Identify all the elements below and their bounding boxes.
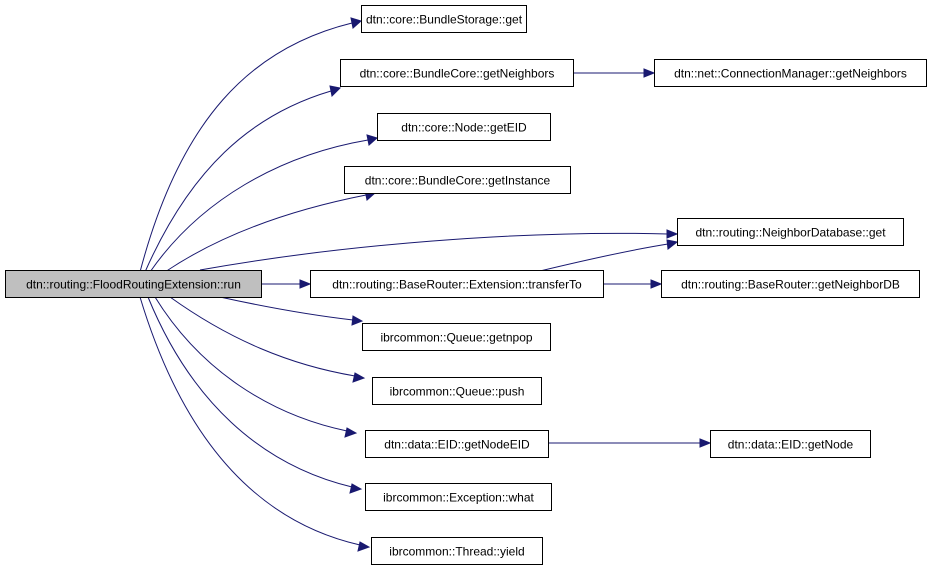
edges [139,17,712,552]
node-baserouter-getneighbordb[interactable]: dtn::routing::BaseRouter::getNeighborDB [661,270,920,298]
node-neighbordatabase-get[interactable]: dtn::routing::NeighborDatabase::get [677,218,904,246]
node-label: ibrcommon::Queue::getnpop [380,331,532,345]
node-label: dtn::routing::BaseRouter::getNeighborDB [681,278,900,292]
edge-run-to-getnodeeid [154,296,358,438]
node-node-geteid[interactable]: dtn::core::Node::getEID [377,113,551,141]
node-label: dtn::core::BundleStorage::get [366,13,523,27]
node-eid-getnodeeid[interactable]: dtn::data::EID::getNodeEID [365,430,549,458]
node-queue-getnpop[interactable]: ibrcommon::Queue::getnpop [362,323,551,351]
node-label: ibrcommon::Exception::what [383,491,534,505]
edge-run-to-node-geteid [149,134,379,273]
node-exception-what[interactable]: ibrcommon::Exception::what [365,483,552,511]
node-thread-yield[interactable]: ibrcommon::Thread::yield [371,537,543,565]
node-label: dtn::data::EID::getNodeEID [384,438,530,452]
node-label: dtn::net::ConnectionManager::getNeighbor… [674,67,907,81]
edge-run-to-bundlecore-getinstance [164,189,377,273]
node-extension-transferto[interactable]: dtn::routing::BaseRouter::Extension::tra… [310,270,604,298]
edge-run-to-thread-yield [139,296,371,552]
edge-getneighbors-to-connectionmanager [574,68,656,78]
edge-run-to-transferto [262,279,312,289]
node-label: dtn::core::BundleCore::getInstance [365,174,551,188]
edge-run-to-exception-what [147,296,363,494]
node-bundlecore-getneighbors[interactable]: dtn::core::BundleCore::getNeighbors [340,59,574,87]
node-connectionmanager-getneighbors[interactable]: dtn::net::ConnectionManager::getNeighbor… [654,59,927,87]
edge-transferto-to-getneighbordb [604,279,663,289]
edge-run-to-bundlestorage-get [139,17,363,273]
node-bundlestorage-get[interactable]: dtn::core::BundleStorage::get [361,5,527,33]
node-label: dtn::routing::BaseRouter::Extension::tra… [332,278,582,292]
node-label: dtn::routing::NeighborDatabase::get [695,226,886,240]
edge-run-to-bundlecore-getneighbors [144,85,342,273]
node-eid-getnode[interactable]: dtn::data::EID::getNode [710,430,871,458]
edge-transferto-to-neighbordatabase-get [539,239,679,272]
node-label: dtn::core::Node::getEID [401,121,527,135]
edge-run-to-push [169,296,366,383]
node-queue-push[interactable]: ibrcommon::Queue::push [372,377,542,405]
node-label: dtn::core::BundleCore::getNeighbors [360,67,555,81]
node-label: dtn::data::EID::getNode [728,438,854,452]
node-bundlecore-getinstance[interactable]: dtn::core::BundleCore::getInstance [344,166,571,194]
node-label: ibrcommon::Thread::yield [389,545,524,559]
node-flood-routing-extension-run[interactable]: dtn::routing::FloodRoutingExtension::run [5,270,262,298]
node-label: ibrcommon::Queue::push [390,385,525,399]
edge-run-to-getnpop [219,296,364,326]
edge-run-to-neighbordatabase-get [199,229,679,271]
node-label: dtn::routing::FloodRoutingExtension::run [26,278,241,292]
edge-getnodeeid-to-getnode [549,438,712,448]
nodes: dtn::routing::FloodRoutingExtension::run… [5,5,927,565]
